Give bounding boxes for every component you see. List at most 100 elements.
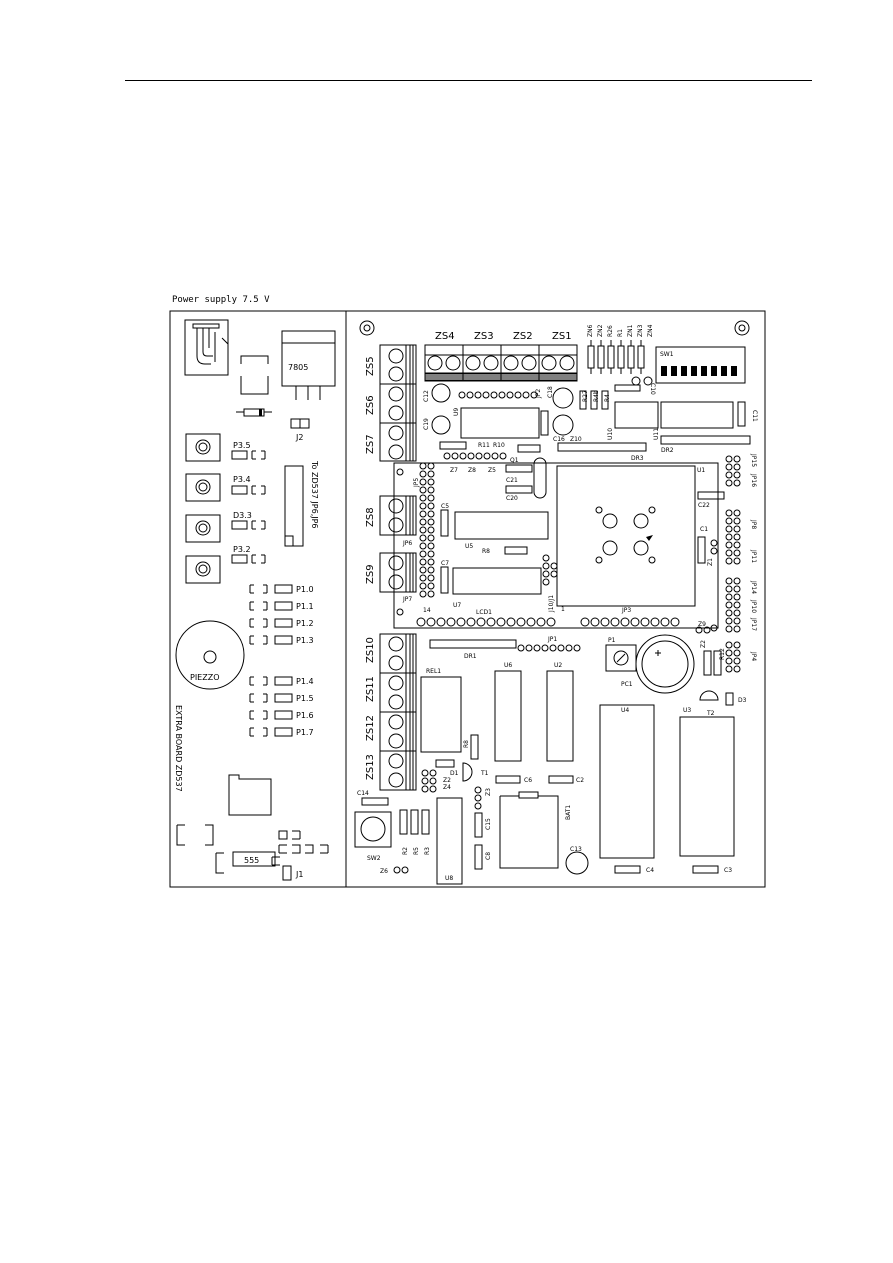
c11-label: C11	[751, 410, 758, 422]
top-res-label-7: ZN4	[647, 324, 654, 337]
jp1-label: JP1	[547, 636, 557, 643]
r3-label: R3	[424, 847, 431, 855]
top-res-label-3: R26	[607, 325, 614, 337]
z4-label: Z4	[443, 784, 451, 791]
power-supply-caption: Power supply 7.5 V	[172, 295, 270, 305]
pad-row-top	[458, 391, 538, 399]
p3-label-3: D3.3	[233, 511, 252, 520]
regulator-label: 7805	[288, 363, 308, 372]
c10-body	[614, 384, 641, 392]
extension-connector	[284, 465, 304, 547]
z9-pad-a	[695, 626, 703, 634]
p1-label-3: P1.3	[296, 636, 314, 645]
jp15-label: JP15	[750, 453, 757, 467]
c22-body	[697, 491, 725, 500]
z10-label: Z10	[570, 436, 582, 443]
z7-label: Z7	[450, 467, 458, 474]
r2-label: R2	[402, 847, 409, 855]
c16-label: C16	[553, 436, 565, 443]
jp6-label: JP6	[402, 540, 412, 547]
r12-body-b	[713, 650, 722, 676]
p1-pot-label: P1	[608, 637, 616, 644]
main-board-outline	[345, 310, 766, 888]
c12-cap	[431, 383, 451, 403]
r4-label: R4	[604, 394, 611, 402]
rel1-label: REL1	[426, 668, 441, 675]
z2b-label: Z2	[700, 640, 707, 648]
top-res-label-4: R1	[617, 329, 624, 337]
u4-ic	[599, 704, 655, 859]
p3-label-2: P3.4	[233, 475, 251, 484]
zs-top-1: ZS4	[435, 331, 455, 342]
connector-note: To ZD537 JP6,JP6	[310, 460, 319, 529]
jp5-label: JP5	[413, 478, 420, 488]
c18-cap	[552, 387, 574, 409]
push-button-p34	[185, 473, 221, 502]
u7-label: U7	[453, 602, 461, 609]
u9-ic	[460, 407, 540, 439]
j2-pad-a	[290, 418, 301, 429]
jp16-label: JP16	[750, 473, 757, 487]
zs-left-10: ZS10	[365, 637, 376, 663]
p3-label-4: P3.2	[233, 545, 251, 554]
j1-label: J1	[295, 870, 303, 879]
c2-body	[548, 775, 574, 784]
c5-label: C5	[441, 503, 449, 510]
lcd-label: LCD1	[476, 609, 492, 616]
jp17-label: JP17	[750, 617, 757, 631]
resistor-r11	[439, 441, 467, 450]
zs-left-11: ZS11	[365, 676, 376, 702]
p1-label-6: P1.6	[296, 711, 314, 720]
p1-label-1: P1.1	[296, 602, 314, 611]
buzzer-main	[635, 634, 695, 694]
jp11-label: JP11	[750, 549, 757, 563]
extra-ic-outline	[228, 774, 272, 816]
capacitor-outline	[240, 355, 269, 395]
c14-label: C14	[357, 790, 369, 797]
c22-label: C22	[698, 502, 710, 509]
zs-left-13: ZS13	[365, 754, 376, 780]
diode-d1	[435, 759, 455, 768]
c15-body	[474, 812, 483, 838]
z1-pad-a	[710, 539, 718, 547]
z1-pad-b	[710, 547, 718, 555]
extra-pad-left	[215, 852, 224, 874]
c20-body	[505, 485, 533, 494]
left-terminal-block-zs8	[379, 495, 417, 536]
power-connector	[184, 319, 229, 376]
sw2-label: SW2	[367, 855, 381, 862]
lcd-pin1-label: 1	[561, 606, 565, 613]
crystal	[533, 457, 547, 499]
u11-label: U11	[653, 428, 660, 440]
pc1-label: PC1	[621, 681, 633, 688]
c19-label: C19	[423, 418, 430, 430]
jp3-pin-row	[580, 617, 680, 627]
bat1-label: BAT1	[565, 805, 572, 820]
dr2-label: DR2	[661, 447, 674, 454]
u4-label: U4	[621, 707, 629, 714]
z9-label: Z9	[698, 621, 706, 628]
port1-pads-bottom	[249, 676, 293, 737]
push-button-p32	[185, 555, 221, 584]
dr2-connector	[660, 435, 751, 445]
j10-pins	[542, 554, 558, 586]
j2-pad-b	[299, 418, 310, 429]
resistor-r8	[504, 546, 528, 555]
jp14-label: JP14	[750, 580, 757, 594]
r8b-label: R8	[463, 740, 470, 748]
c11-body	[737, 401, 746, 427]
r10-label: R10	[493, 442, 505, 449]
header-rule	[125, 80, 812, 81]
c20-label: C20	[506, 495, 518, 502]
top-res-label-5: ZN1	[627, 324, 634, 337]
r2-body	[399, 809, 408, 835]
c19-cap	[431, 415, 451, 435]
left-terminal-block-upper	[379, 344, 417, 462]
p1-label-5: P1.5	[296, 694, 314, 703]
u10-ic	[614, 401, 659, 429]
dip-switch-sw1: SW1	[655, 346, 746, 384]
c7-label: C7	[441, 560, 449, 567]
c10-label: C10	[649, 383, 656, 395]
r11-label: R11	[478, 442, 490, 449]
